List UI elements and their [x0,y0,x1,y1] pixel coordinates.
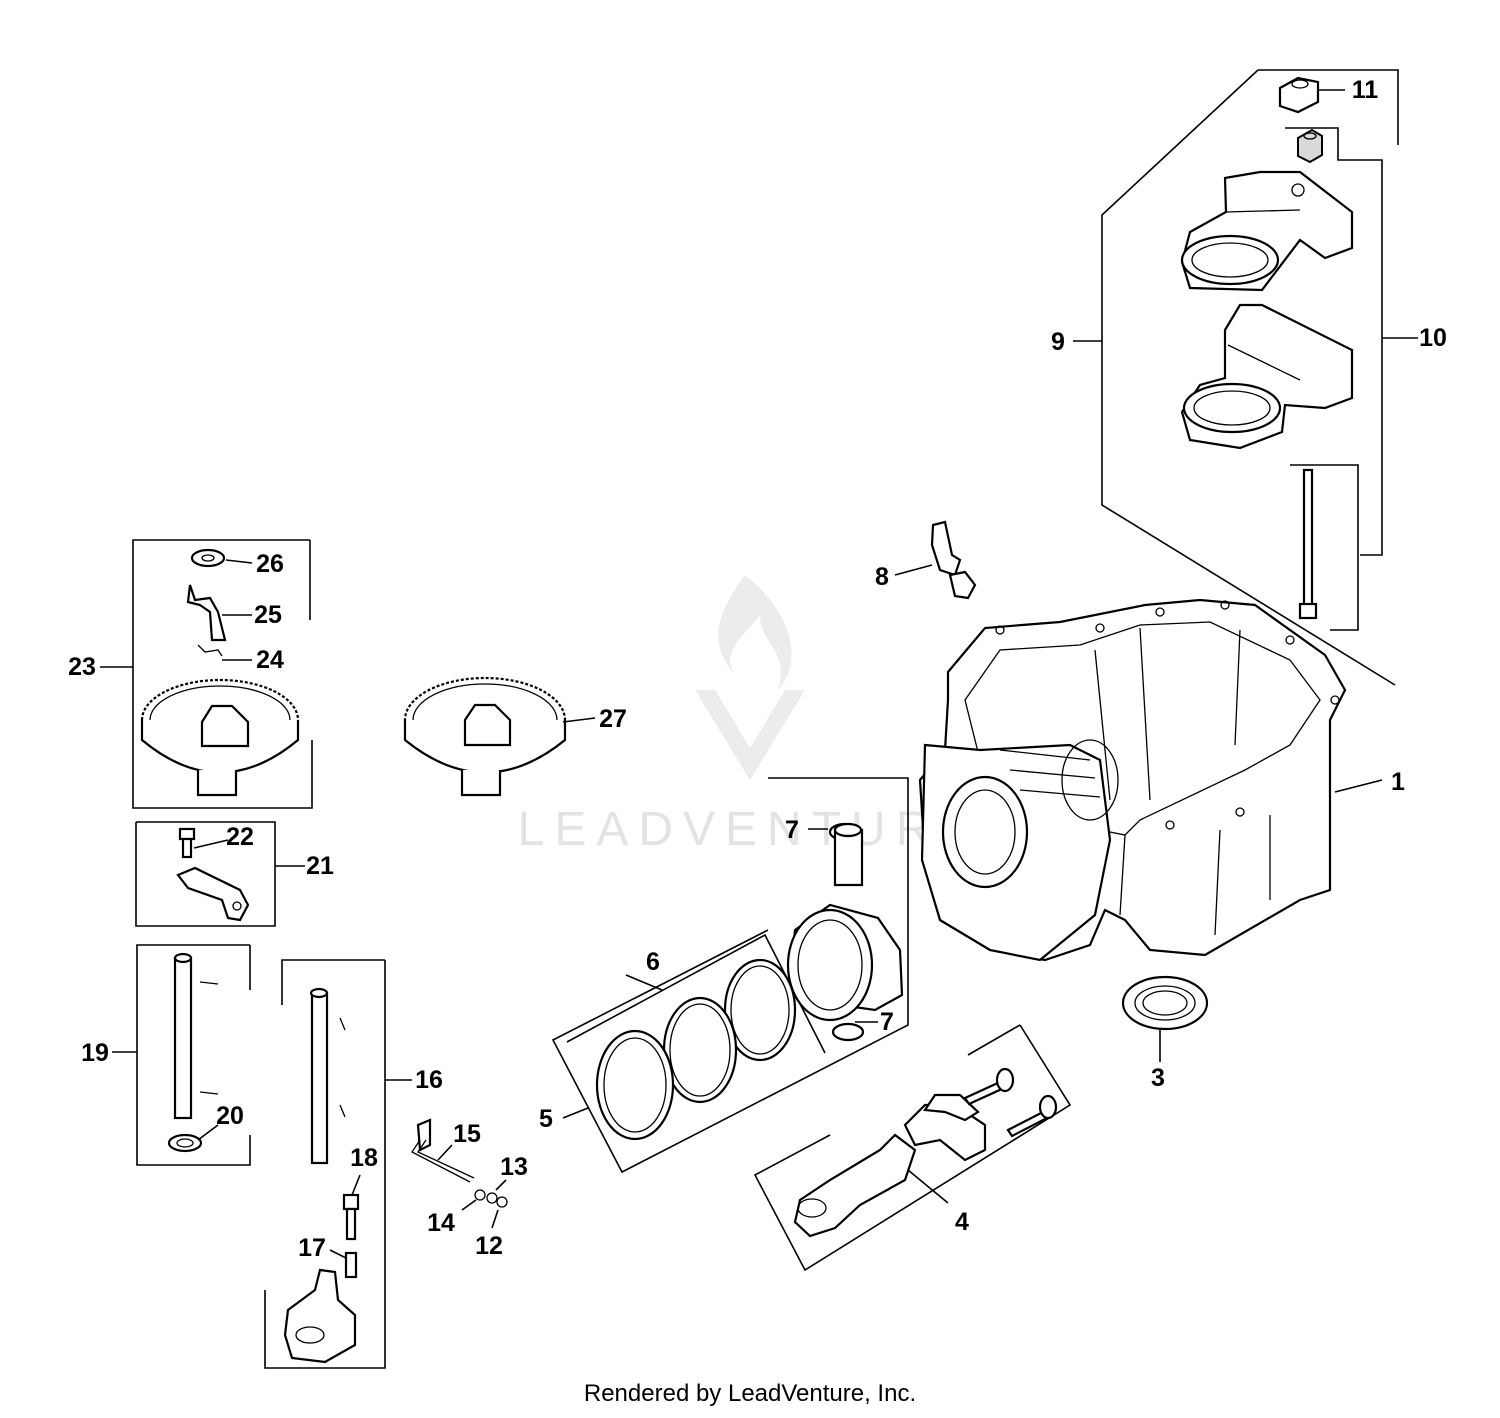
part-9-10-upper-shroud [1180,170,1354,292]
callout-10: 10 [1419,324,1447,352]
crankcase-bolt-holes [995,600,1340,830]
footer-credit: Rendered by LeadVenture, Inc. [583,1380,917,1407]
leadventure-watermark: LEADVENTURE [518,575,983,856]
part-13-oring [486,1179,507,1204]
callout-14: 14 [427,1209,455,1237]
part-15-tube [411,1118,475,1183]
callout-16: 16 [415,1066,443,1094]
part-1-crankcase [918,598,1383,962]
part-10-nut [1297,128,1323,164]
group-bracket-5-6-7 [551,777,909,1174]
group-bracket-4 [753,1024,1072,1272]
callout-15: 15 [453,1120,481,1148]
callout-12: 12 [475,1232,503,1260]
part-19-shaft [173,952,219,1120]
part-26-washer [190,548,253,568]
part-7-piston-pin [833,822,864,887]
callout-19: 19 [81,1039,109,1067]
part-24-pin [197,644,252,661]
group-bracket-16 [264,959,412,1369]
group-bracket-23 [100,539,313,809]
group-bracket-9-10 [1101,69,1399,686]
callout-25: 25 [254,601,282,629]
callout-9: 9 [1051,328,1065,356]
part-5-oil-ring [595,1029,675,1141]
watermark-text: LEADVENTURE [518,803,983,856]
part-18-bolt [342,1174,361,1241]
callout-7-lower: 7 [880,1008,894,1036]
part-22-bolt [178,827,229,859]
part-4-connecting-rod [793,1093,987,1238]
callout-22: 22 [226,823,254,851]
part-16-pump-housing [283,1268,357,1364]
callout-17: 17 [298,1234,326,1262]
part-14-washer [461,1189,486,1211]
part-20-washer [167,1124,219,1153]
part-21-arm [176,866,250,922]
callout-5: 5 [539,1105,553,1133]
part-10-long-bolt [1298,468,1318,620]
group-bracket-19 [112,944,251,1166]
callout-18: 18 [350,1144,378,1172]
part-9-10-lower-shroud [1180,303,1354,450]
part-6-piston-rings [662,958,797,1104]
part-25-lever [186,584,252,642]
callout-24: 24 [256,646,284,674]
part-17-pin [329,1249,358,1279]
part-16-shaft [309,987,346,1165]
callout-6: 6 [646,948,660,976]
callout-23: 23 [68,653,96,681]
part-23-gear [140,678,300,797]
callout-8: 8 [875,563,889,591]
callout-27: 27 [599,705,627,733]
callout-13: 13 [500,1153,528,1181]
callout-4: 4 [955,1208,969,1236]
callout-labels: 1 3 4 5 6 7 7 8 9 10 11 12 13 14 15 16 1… [68,76,1447,1262]
group-bracket-21 [135,821,305,927]
part-5-6-piston [786,903,904,1022]
part-11-cap [1278,76,1345,114]
callout-20: 20 [216,1102,244,1130]
part-3-oil-seal [1121,975,1209,1062]
callout-21: 21 [306,852,334,880]
callout-11: 11 [1352,76,1379,104]
part-4-rod-bolts [963,1067,1058,1138]
part-27-gear [403,676,596,797]
part-7-clip-lower [831,1022,865,1042]
callout-7-upper: 7 [785,816,799,844]
callout-3: 3 [1151,1064,1165,1092]
part-12-clip [491,1196,508,1229]
callout-1: 1 [1391,768,1405,796]
callout-26: 26 [256,550,284,578]
part-8-bracket [894,520,977,600]
